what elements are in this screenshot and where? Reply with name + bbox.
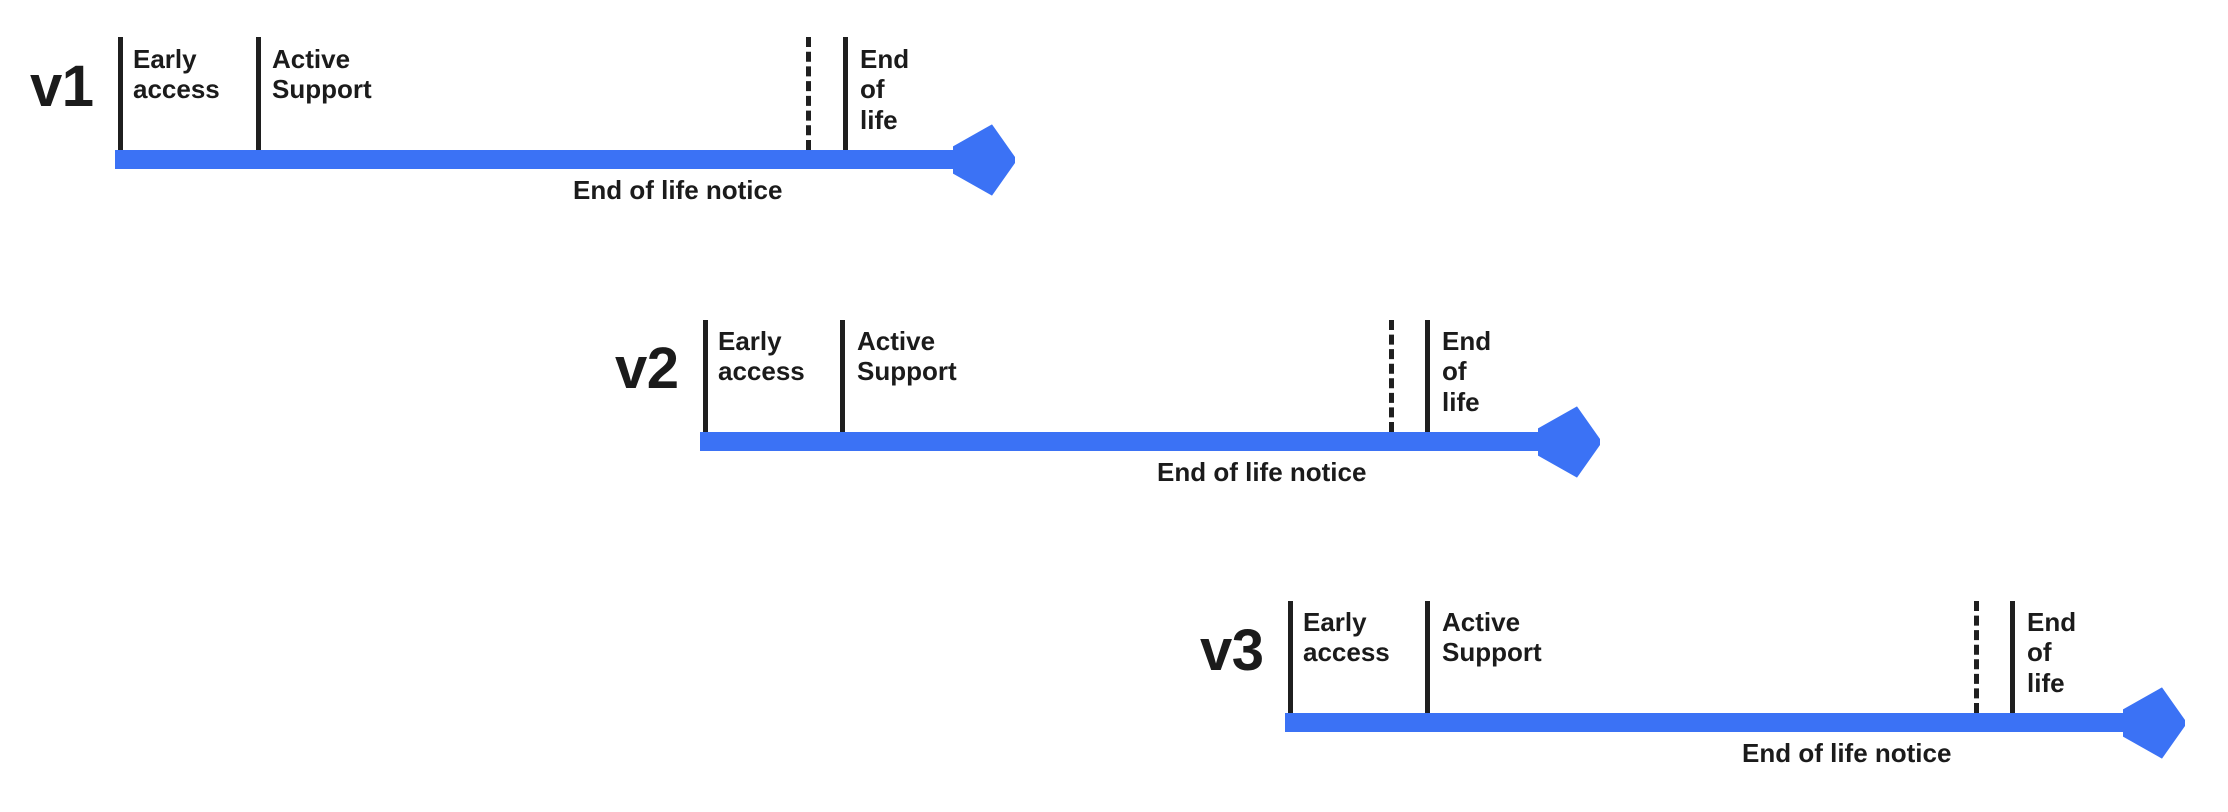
phase-label: End of life bbox=[2027, 607, 2077, 698]
lifecycle-bar bbox=[1285, 713, 2135, 732]
bar-caption: End of life notice bbox=[1742, 738, 1952, 768]
phase-divider bbox=[2010, 601, 2015, 713]
bar-caption: End of life notice bbox=[1157, 457, 1367, 487]
lifecycle-bar bbox=[115, 150, 965, 169]
phase-label: End of life bbox=[860, 44, 910, 135]
phase-divider bbox=[256, 37, 261, 150]
phase-divider bbox=[840, 320, 845, 432]
phase-label: Active Support bbox=[1442, 607, 1542, 668]
phase-label: Active Support bbox=[857, 326, 957, 387]
end-of-life-notice-marker bbox=[806, 37, 811, 150]
phase-label: Early access bbox=[133, 44, 220, 105]
version-label-v2: v2 bbox=[615, 336, 679, 401]
phase-divider bbox=[1288, 601, 1293, 713]
arrow-head-icon bbox=[2123, 686, 2185, 759]
end-of-life-notice-marker bbox=[1974, 601, 1979, 713]
bar-caption: End of life notice bbox=[573, 175, 783, 205]
version-label-v1: v1 bbox=[30, 54, 94, 119]
arrow-head-icon bbox=[1538, 405, 1600, 478]
phase-divider bbox=[1425, 601, 1430, 713]
lifecycle-bar bbox=[700, 432, 1550, 451]
version-label-v3: v3 bbox=[1200, 618, 1264, 683]
phase-label: Early access bbox=[718, 326, 805, 387]
phase-divider bbox=[843, 37, 848, 150]
phase-label: Early access bbox=[1303, 607, 1390, 668]
phase-label: Active Support bbox=[272, 44, 372, 105]
phase-divider bbox=[1425, 320, 1430, 432]
arrow-head-icon bbox=[953, 123, 1015, 196]
phase-label: End of life bbox=[1442, 326, 1492, 417]
end-of-life-notice-marker bbox=[1389, 320, 1394, 432]
phase-divider bbox=[703, 320, 708, 432]
phase-divider bbox=[118, 37, 123, 150]
